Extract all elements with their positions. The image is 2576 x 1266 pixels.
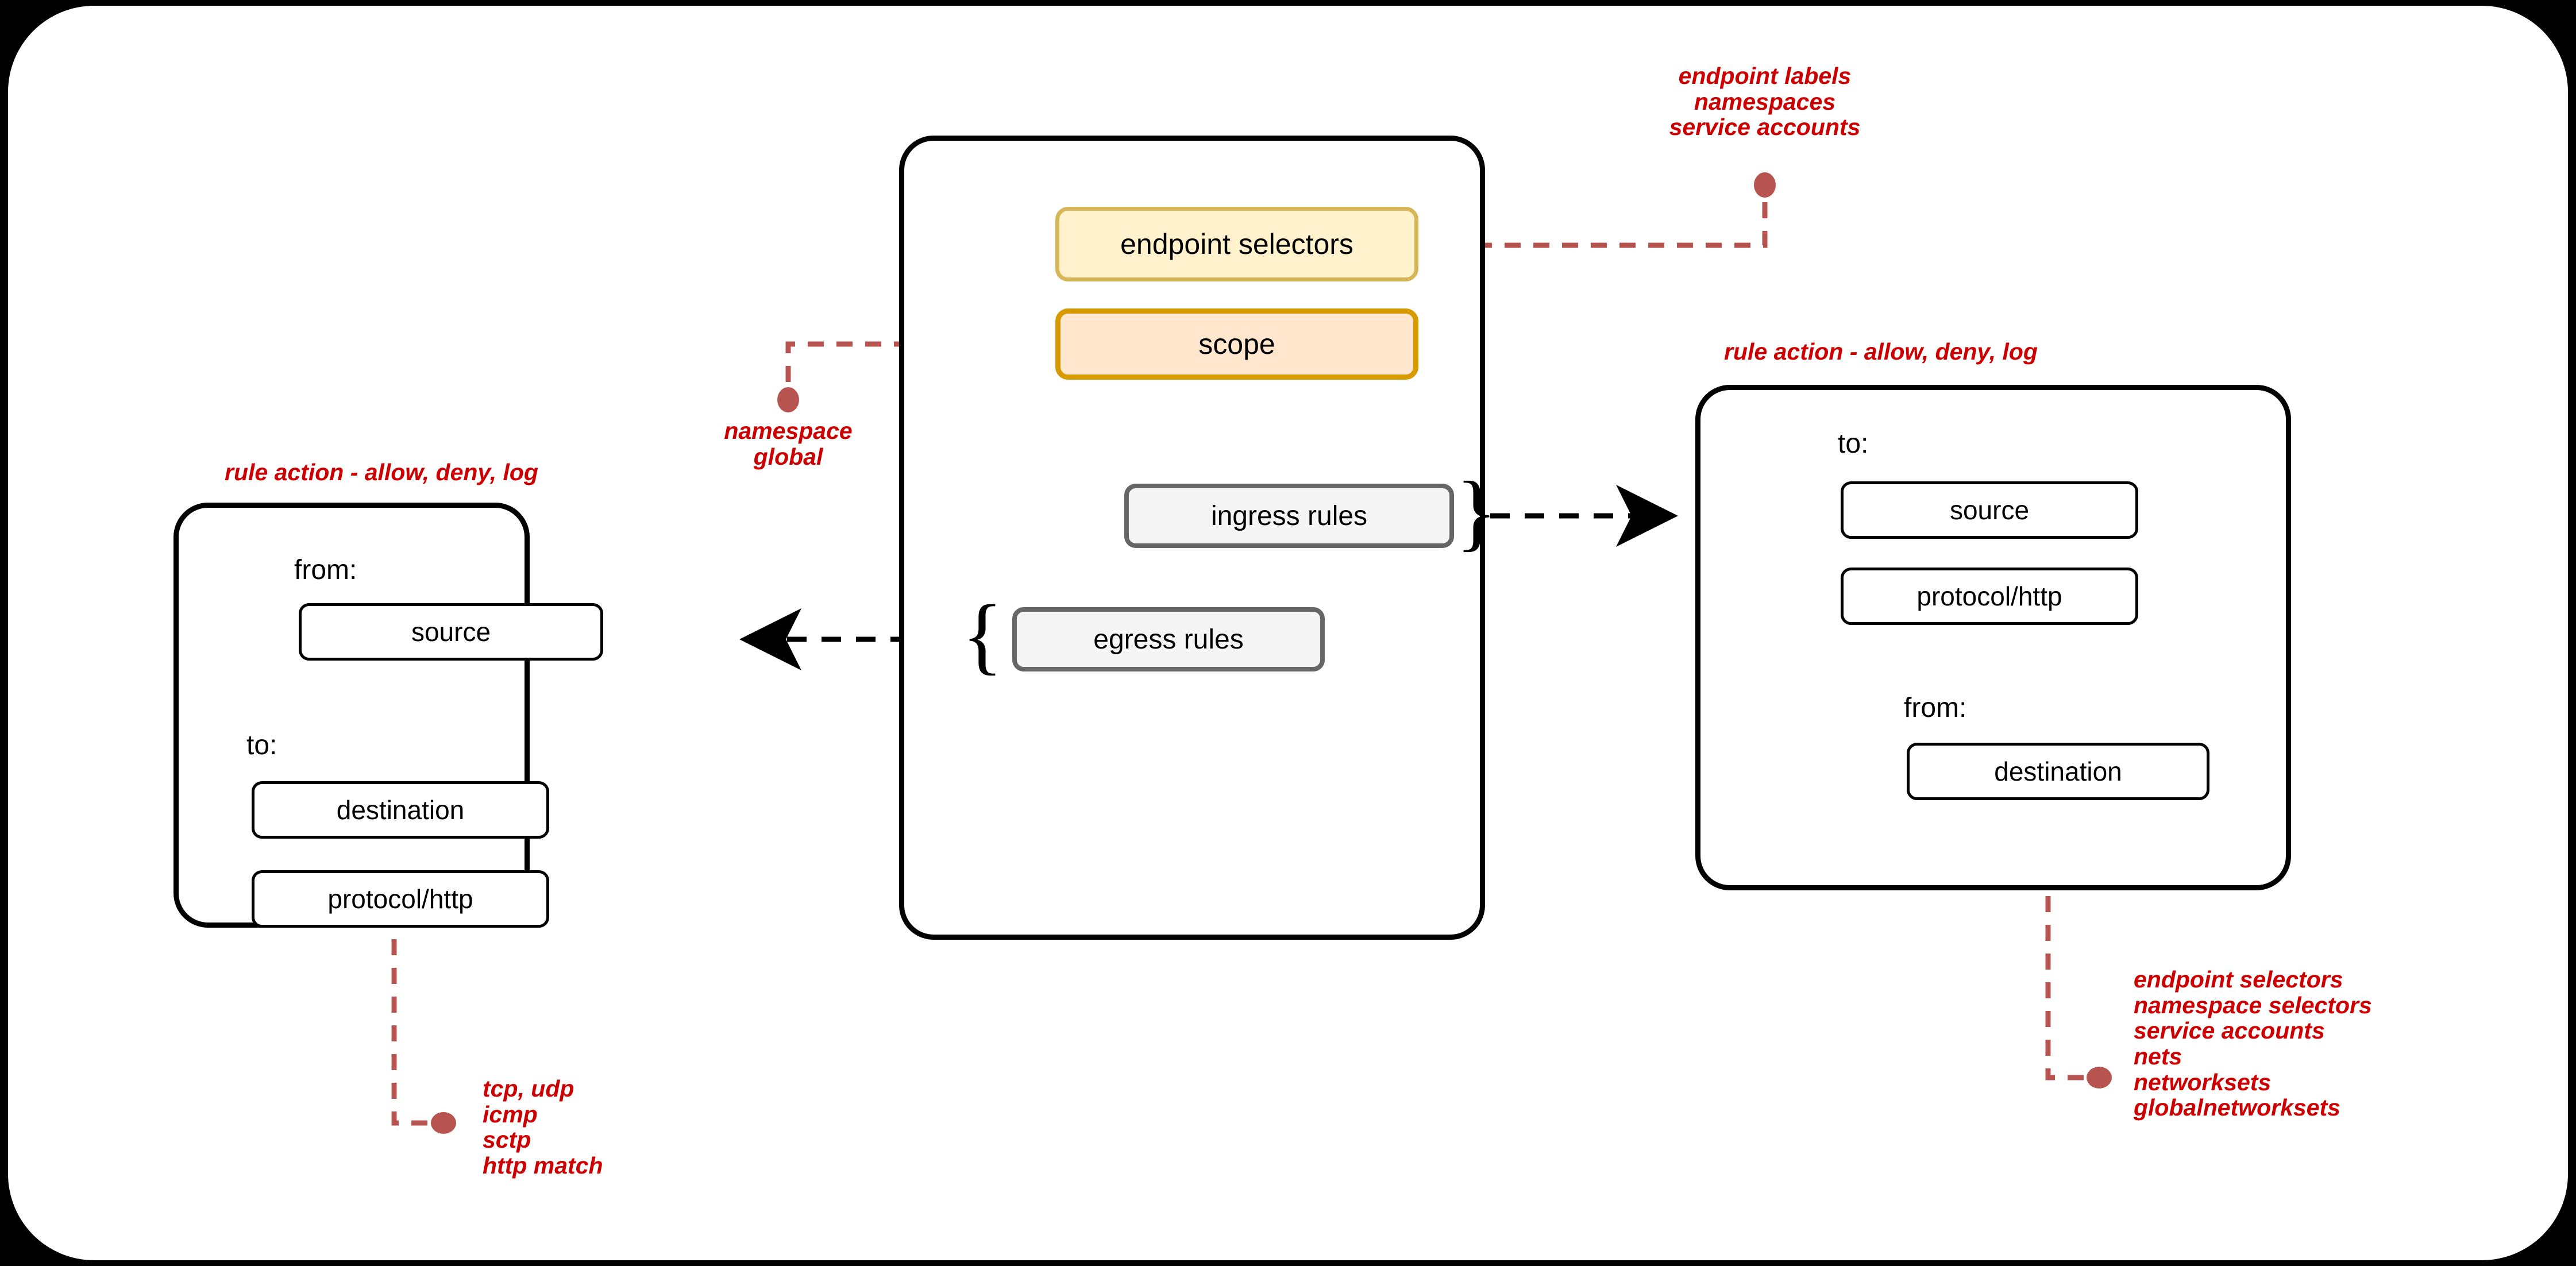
egress-rules-node[interactable]: egress rules bbox=[1012, 607, 1325, 671]
scope-annotation-line-1: namespace bbox=[724, 418, 853, 444]
destination-annotation-line-4: nets bbox=[2134, 1043, 2182, 1070]
right-protocol-node[interactable]: protocol/http bbox=[1841, 568, 2138, 625]
left-rule-action-annotation: rule action - allow, deny, log bbox=[225, 459, 538, 485]
protocol-annotation-line-2: icmp bbox=[483, 1101, 538, 1128]
left-destination-node[interactable]: destination bbox=[252, 781, 549, 839]
right-rule-action-annotation: rule action - allow, deny, log bbox=[1724, 338, 2038, 365]
endpoint-selectors-annotation-list: endpoint labels namespaces service accou… bbox=[1592, 63, 1937, 140]
endpoint-annotation-line-3: service accounts bbox=[1669, 114, 1861, 141]
policy-panel-left bbox=[173, 503, 530, 928]
destination-annotation-line-3: service accounts bbox=[2134, 1017, 2325, 1044]
protocol-annotation-line-4: http match bbox=[483, 1152, 603, 1179]
protocol-annotation-line-3: sctp bbox=[483, 1126, 531, 1153]
scope-node[interactable]: scope bbox=[1055, 308, 1418, 380]
destination-annotation-list: endpoint selectors namespace selectors s… bbox=[2134, 967, 2372, 1121]
left-to-label: to: bbox=[246, 730, 277, 761]
scope-annotation-line-2: global bbox=[753, 443, 823, 470]
endpoint-annotation-line-1: endpoint labels bbox=[1678, 63, 1852, 89]
endpoint-selectors-node[interactable]: endpoint selectors bbox=[1055, 207, 1418, 281]
right-from-label: from: bbox=[1904, 693, 1967, 723]
policy-panel-right bbox=[1695, 385, 2291, 890]
protocol-annotation-list: tcp, udp icmp sctp http match bbox=[483, 1076, 603, 1179]
ingress-brace-icon: } bbox=[1456, 464, 1497, 559]
ingress-rules-node[interactable]: ingress rules bbox=[1124, 484, 1454, 548]
left-from-label: from: bbox=[294, 555, 357, 585]
destination-annotation-line-2: namespace selectors bbox=[2134, 991, 2372, 1018]
scope-annotation-list: namespace global bbox=[639, 418, 938, 469]
right-destination-node[interactable]: destination bbox=[1907, 743, 2209, 800]
diagram-sheet: endpoint selectors scope ingress rules }… bbox=[8, 6, 2568, 1260]
egress-brace-icon: { bbox=[962, 588, 1003, 683]
destination-annotation-line-5: networksets bbox=[2134, 1068, 2272, 1095]
right-to-label: to: bbox=[1838, 429, 1869, 459]
destination-annotation-line-1: endpoint selectors bbox=[2134, 966, 2343, 993]
right-source-node[interactable]: source bbox=[1841, 481, 2138, 539]
destination-annotation-line-6: globalnetworksets bbox=[2134, 1094, 2340, 1121]
left-source-node[interactable]: source bbox=[299, 603, 603, 661]
connector-protocol-left bbox=[391, 939, 456, 1134]
left-protocol-node[interactable]: protocol/http bbox=[252, 870, 549, 928]
protocol-annotation-line-1: tcp, udp bbox=[483, 1075, 574, 1102]
endpoint-annotation-line-2: namespaces bbox=[1694, 88, 1836, 115]
